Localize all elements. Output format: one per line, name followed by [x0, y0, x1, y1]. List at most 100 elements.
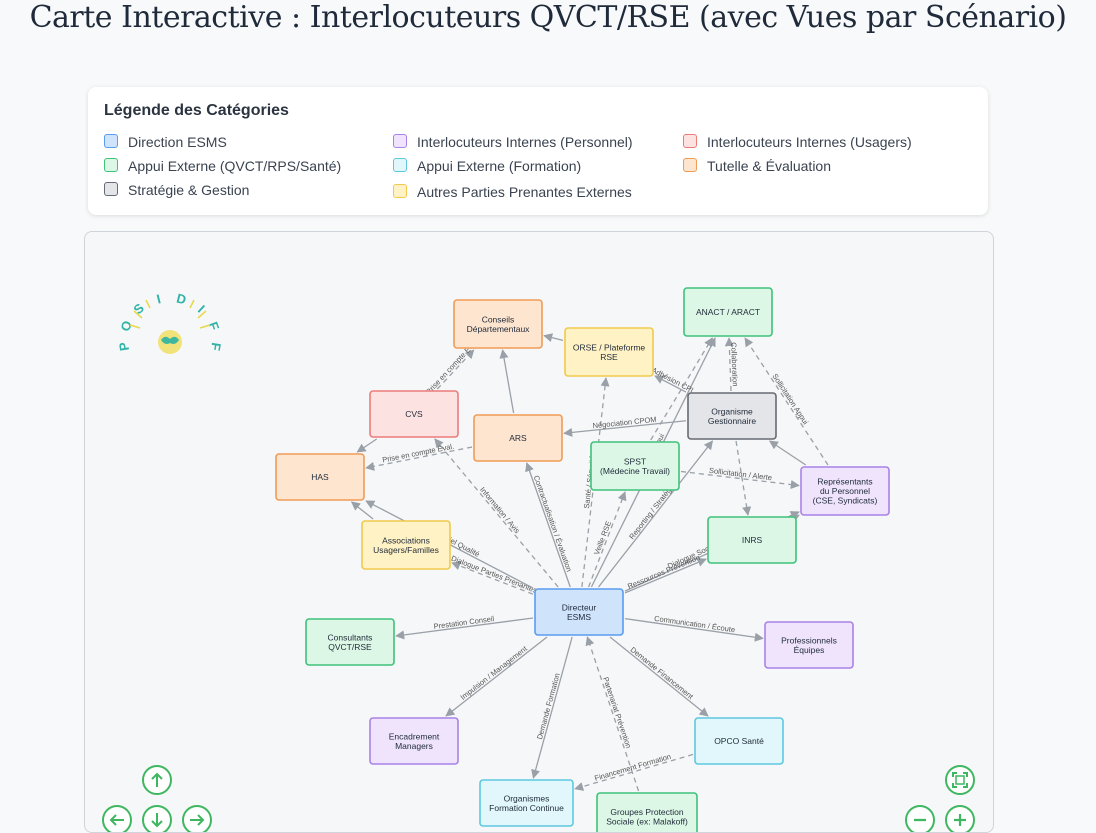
- node-box[interactable]: [694, 717, 784, 765]
- edge-orga-inrs: [735, 440, 752, 516]
- edge-dir-encad: [445, 636, 548, 717]
- node-box[interactable]: [590, 441, 680, 491]
- zoom-in-button[interactable]: [945, 805, 975, 832]
- edge-dir-pro: [624, 617, 764, 642]
- legend-panel: Légende des Catégories Direction ESMS In…: [88, 87, 988, 215]
- edge-label: Collaboration: [729, 342, 740, 387]
- node-box[interactable]: [369, 390, 459, 438]
- node-label: RSE: [600, 352, 618, 362]
- edge-label: Information / Avis: [478, 485, 522, 535]
- pan-right-button[interactable]: [182, 805, 212, 832]
- arrow-right-icon: [190, 814, 205, 826]
- edge-label: Partenariat Prévention: [601, 676, 633, 750]
- logo-letter: O: [117, 319, 135, 334]
- legend-label: Interlocuteurs Internes (Personnel): [417, 134, 633, 150]
- node-label: Organismes: [504, 793, 550, 803]
- edge-label: Financement Formation: [593, 752, 672, 783]
- plus-icon: [954, 814, 966, 826]
- node-opco[interactable]: OPCO Santé: [694, 717, 784, 765]
- edge-dir-assoc: [451, 561, 534, 595]
- legend-swatch: [683, 158, 697, 172]
- node-label: Sociale (ex: Malakoff): [606, 816, 688, 826]
- node-ars[interactable]: ARS: [473, 414, 563, 462]
- node-has[interactable]: HAS: [275, 453, 365, 501]
- legend-title: Légende des Catégories: [104, 102, 289, 119]
- node-label: ANACT / ARACT: [696, 307, 760, 317]
- legend-swatch: [393, 158, 407, 172]
- node-cvs[interactable]: CVS: [369, 390, 459, 438]
- node-box[interactable]: [305, 618, 395, 666]
- node-label: Managers: [395, 741, 433, 751]
- edge-ars-has: [365, 446, 473, 471]
- edge-spst-anact: [650, 337, 713, 441]
- fit-view-icon: [952, 772, 968, 788]
- node-box[interactable]: [473, 414, 563, 462]
- node-box[interactable]: [453, 299, 543, 349]
- node-label: OPCO Santé: [714, 736, 764, 746]
- edge-label: Ressources Prévention: [626, 553, 701, 591]
- node-box[interactable]: [707, 516, 797, 564]
- node-label: (Médecine Travail): [600, 466, 670, 476]
- node-label: Formation Continue: [489, 803, 564, 813]
- legend-swatch: [393, 134, 407, 148]
- pan-down-button[interactable]: [142, 805, 172, 832]
- legend-label: Autres Parties Prenantes Externes: [417, 184, 632, 200]
- arrow-down-icon: [151, 813, 163, 828]
- node-label: Directeur: [562, 602, 597, 612]
- node-label: Conseils: [482, 314, 515, 324]
- fit-view-button[interactable]: [945, 765, 975, 795]
- edge-dir-ars: [525, 462, 571, 588]
- edge-label: Contractualisation / Évaluation: [532, 474, 574, 573]
- legend-swatch: [683, 134, 697, 148]
- node-label: ORSE / Plateforme: [573, 342, 646, 352]
- edge-opco-orgform: [574, 753, 694, 791]
- arrow-left-icon: [109, 814, 124, 826]
- logo-letter: D: [175, 291, 188, 308]
- pan-left-button[interactable]: [102, 805, 132, 832]
- node-box[interactable]: [361, 520, 451, 570]
- node-label: HAS: [311, 472, 329, 482]
- node-box[interactable]: [369, 717, 459, 765]
- edge-label: Communication / Écoute: [654, 614, 736, 635]
- edge-orse-conseils: [543, 333, 564, 343]
- zoom-out-button[interactable]: [905, 805, 935, 832]
- node-box[interactable]: [534, 588, 624, 636]
- node-anact[interactable]: ANACT / ARACT: [683, 287, 773, 337]
- node-label: Usagers/Familles: [373, 545, 439, 555]
- node-box[interactable]: [800, 466, 890, 516]
- node-inrs[interactable]: INRS: [707, 516, 797, 564]
- legend-swatch: [393, 184, 407, 198]
- logo-rays: [129, 299, 211, 329]
- edge-dir-orga: [598, 440, 714, 588]
- edge-label: Adhésion CPI: [650, 365, 695, 394]
- node-box[interactable]: [564, 327, 654, 377]
- node-label: Équipes: [794, 645, 825, 655]
- node-label: Représentants: [817, 477, 872, 487]
- pan-up-button[interactable]: [142, 765, 172, 795]
- node-box[interactable]: [764, 621, 854, 669]
- node-label: Organisme: [711, 406, 753, 416]
- node-box[interactable]: [687, 392, 777, 440]
- edge-label: Demande Formation: [535, 672, 562, 740]
- edge-dir-inrs: [624, 558, 707, 594]
- arrow-up-icon: [151, 772, 163, 787]
- node-box[interactable]: [683, 287, 773, 337]
- edge-label: Dialogue Parties Prenantes: [450, 554, 539, 595]
- node-box[interactable]: [275, 453, 365, 501]
- logo-letter: F: [208, 342, 224, 352]
- node-label: ESMS: [567, 612, 591, 622]
- node-spst[interactable]: SPST(Médecine Travail): [590, 441, 680, 491]
